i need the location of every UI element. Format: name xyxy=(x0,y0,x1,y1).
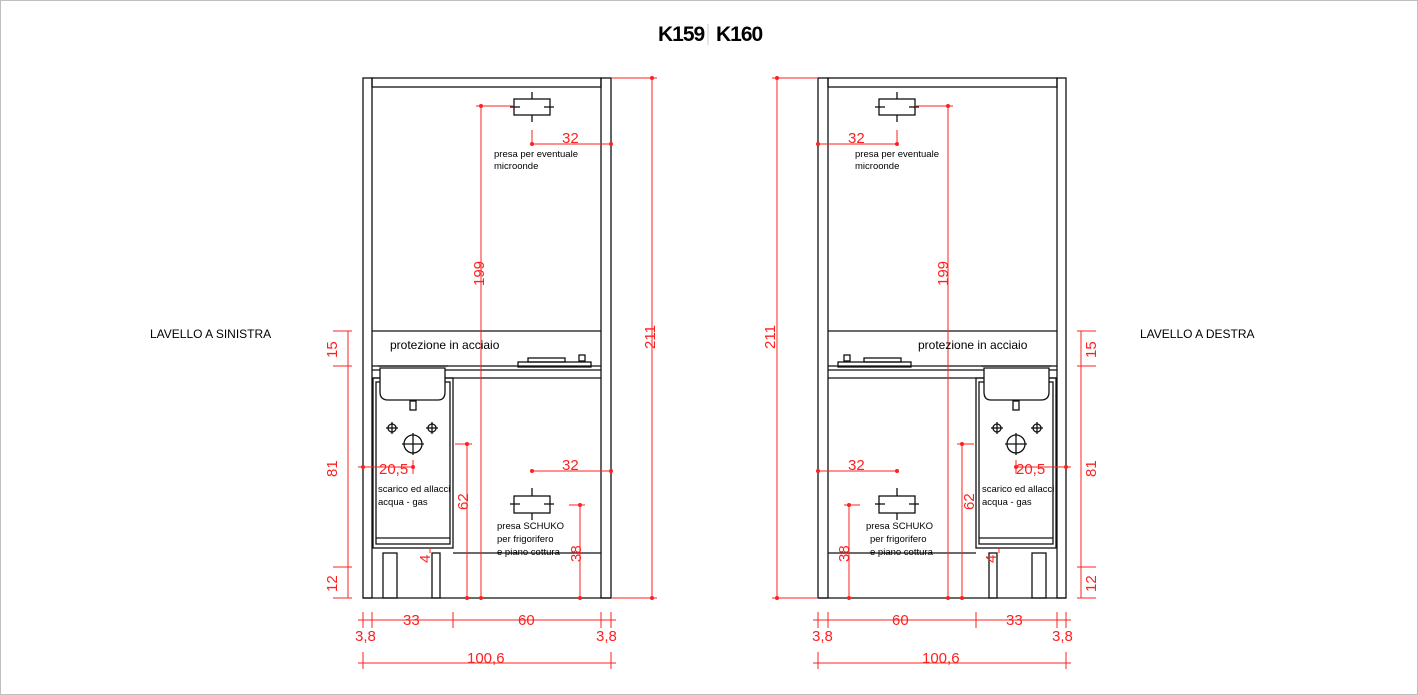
microwave-socket-icon xyxy=(875,92,919,122)
drain-note: acqua - gas xyxy=(982,497,1032,508)
microwave-note: microonde xyxy=(855,161,899,172)
schuko-note: e piano cottura xyxy=(870,547,934,558)
dim-81: 81 xyxy=(1083,460,1100,477)
dim-12: 12 xyxy=(1083,575,1100,592)
dim-62: 62 xyxy=(961,493,978,510)
dim-32-bottom: 32 xyxy=(562,457,579,474)
dimension-lines xyxy=(333,76,657,669)
dim-199: 199 xyxy=(471,261,488,286)
gas-water-connections-icon xyxy=(991,422,1043,455)
dim-32-bottom: 32 xyxy=(848,457,865,474)
microwave-note: presa per eventuale xyxy=(855,149,939,160)
microwave-socket-icon xyxy=(510,92,554,122)
drain-note: acqua - gas xyxy=(378,497,428,508)
schuko-note: per frigorifero xyxy=(870,534,927,545)
dim-38: 38 xyxy=(836,545,853,562)
drain-note: scarico ed allacci xyxy=(378,484,450,495)
schuko-socket-icon xyxy=(510,488,554,520)
dim-15: 15 xyxy=(324,341,341,358)
dim-20-5: 20,5 xyxy=(379,461,408,478)
cabinet-left-drawing xyxy=(333,76,657,669)
dim-20-5: 20,5 xyxy=(1016,461,1045,478)
protection-label: protezione in acciaio xyxy=(390,338,500,352)
cabinet-outline xyxy=(817,77,1067,599)
dim-15: 15 xyxy=(1083,341,1100,358)
right-labels: LAVELLO A DESTRA 32 presa per eventuale … xyxy=(762,130,1255,667)
dim-3-8: 3,8 xyxy=(596,628,617,645)
schuko-note: presa SCHUKO xyxy=(866,521,933,532)
microwave-note: microonde xyxy=(494,161,538,172)
cabinet-right-drawing xyxy=(772,76,1096,669)
dim-100-6: 100,6 xyxy=(922,650,960,667)
dim-60: 60 xyxy=(892,612,909,629)
caption-right: LAVELLO A DESTRA xyxy=(1140,327,1255,341)
dim-33: 33 xyxy=(403,612,420,629)
cabinet-outline xyxy=(362,77,612,599)
dim-100-6: 100,6 xyxy=(467,650,505,667)
dim-32-top: 32 xyxy=(562,130,579,147)
caption-left: LAVELLO A SINISTRA xyxy=(150,327,271,341)
dimension-lines xyxy=(772,76,1096,669)
dim-32-top: 32 xyxy=(848,130,865,147)
dim-199: 199 xyxy=(935,261,952,286)
dim-12: 12 xyxy=(324,575,341,592)
dim-4: 4 xyxy=(983,555,1000,563)
title-k160: K160 xyxy=(716,23,763,46)
sink-cabinet xyxy=(372,365,454,599)
dim-211: 211 xyxy=(762,325,779,349)
dim-33: 33 xyxy=(1006,612,1023,629)
gas-water-connections-icon xyxy=(386,422,438,455)
schuko-note: per frigorifero xyxy=(497,534,554,545)
dim-62: 62 xyxy=(455,493,472,510)
dim-211: 211 xyxy=(642,325,659,349)
dim-4: 4 xyxy=(417,555,434,563)
schuko-note: presa SCHUKO xyxy=(497,521,564,532)
title-k159: K159 xyxy=(658,23,705,46)
microwave-note: presa per eventuale xyxy=(494,149,578,160)
schuko-socket-icon xyxy=(875,488,919,520)
hob-icon xyxy=(517,354,592,368)
hob-icon xyxy=(837,354,912,368)
dim-3-8: 3,8 xyxy=(1052,628,1073,645)
dim-81: 81 xyxy=(324,460,341,477)
sink-cabinet xyxy=(975,365,1057,599)
left-labels: LAVELLO A SINISTRA 32 presa per eventual… xyxy=(150,130,659,667)
dim-3-8: 3,8 xyxy=(812,628,833,645)
schuko-note: e piano cottura xyxy=(497,547,561,558)
protection-label: protezione in acciaio xyxy=(918,338,1028,352)
drain-note: scarico ed allacci xyxy=(982,484,1054,495)
dim-3-8: 3,8 xyxy=(355,628,376,645)
dim-60: 60 xyxy=(518,612,535,629)
dim-38: 38 xyxy=(568,545,585,562)
